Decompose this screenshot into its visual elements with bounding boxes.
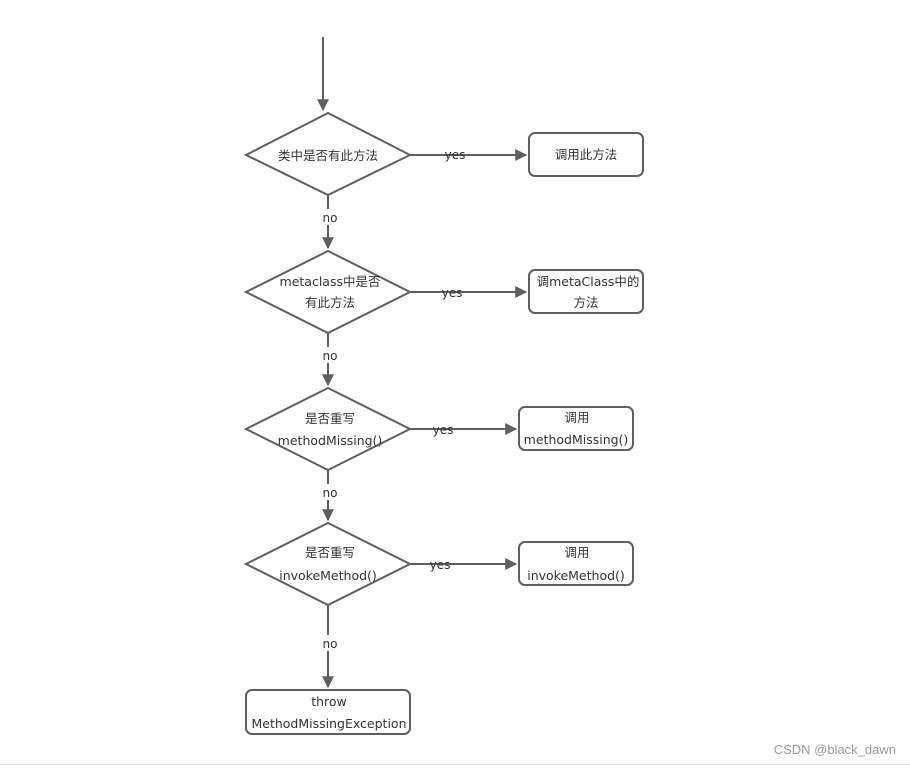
decision-4-line-2: invokeMethod() bbox=[279, 568, 377, 583]
action-3-line-1: 调用 bbox=[564, 410, 589, 425]
action-box-2 bbox=[528, 269, 644, 314]
decision-2-line-2: 有此方法 bbox=[305, 295, 355, 310]
action-box-3 bbox=[518, 406, 634, 451]
terminal-box bbox=[245, 689, 411, 735]
action-2-line-2: 方法 bbox=[573, 295, 598, 310]
decision-shape-4 bbox=[243, 521, 413, 607]
decision-3-line-2: methodMissing() bbox=[278, 433, 383, 448]
action-box-1 bbox=[528, 132, 644, 177]
terminal-line-1: throw bbox=[311, 694, 347, 709]
no-label-4: no bbox=[323, 637, 338, 651]
no-label-2: no bbox=[323, 349, 338, 363]
action-2-line-1: 调metaClass中的 bbox=[537, 274, 640, 289]
decision-4-line-1: 是否重写 bbox=[305, 545, 355, 560]
action-1-line-1: 调用此方法 bbox=[555, 147, 618, 162]
decision-shape-2 bbox=[243, 249, 413, 335]
decision-3-line-1: 是否重写 bbox=[305, 411, 355, 426]
watermark: CSDN @black_dawn bbox=[773, 742, 896, 757]
yes-label-3: yes bbox=[433, 423, 454, 437]
no-label-3: no bbox=[323, 486, 338, 500]
yes-label-1: yes bbox=[445, 148, 466, 162]
action-3-line-2: methodMissing() bbox=[524, 432, 629, 447]
yes-label-4: yes bbox=[430, 558, 451, 572]
decision-1-line-1: 类中是否有此方法 bbox=[278, 148, 378, 163]
decision-shape-3 bbox=[243, 386, 413, 472]
action-4-line-2: invokeMethod() bbox=[527, 568, 625, 583]
action-4-line-1: 调用 bbox=[564, 545, 589, 560]
bottom-divider bbox=[0, 764, 910, 765]
no-label-1: no bbox=[323, 211, 338, 225]
decision-2-line-1: metaclass中是否 bbox=[280, 274, 381, 289]
terminal-line-2: MethodMissingException bbox=[251, 716, 406, 731]
yes-label-2: yes bbox=[442, 286, 463, 300]
action-box-4 bbox=[518, 541, 634, 586]
